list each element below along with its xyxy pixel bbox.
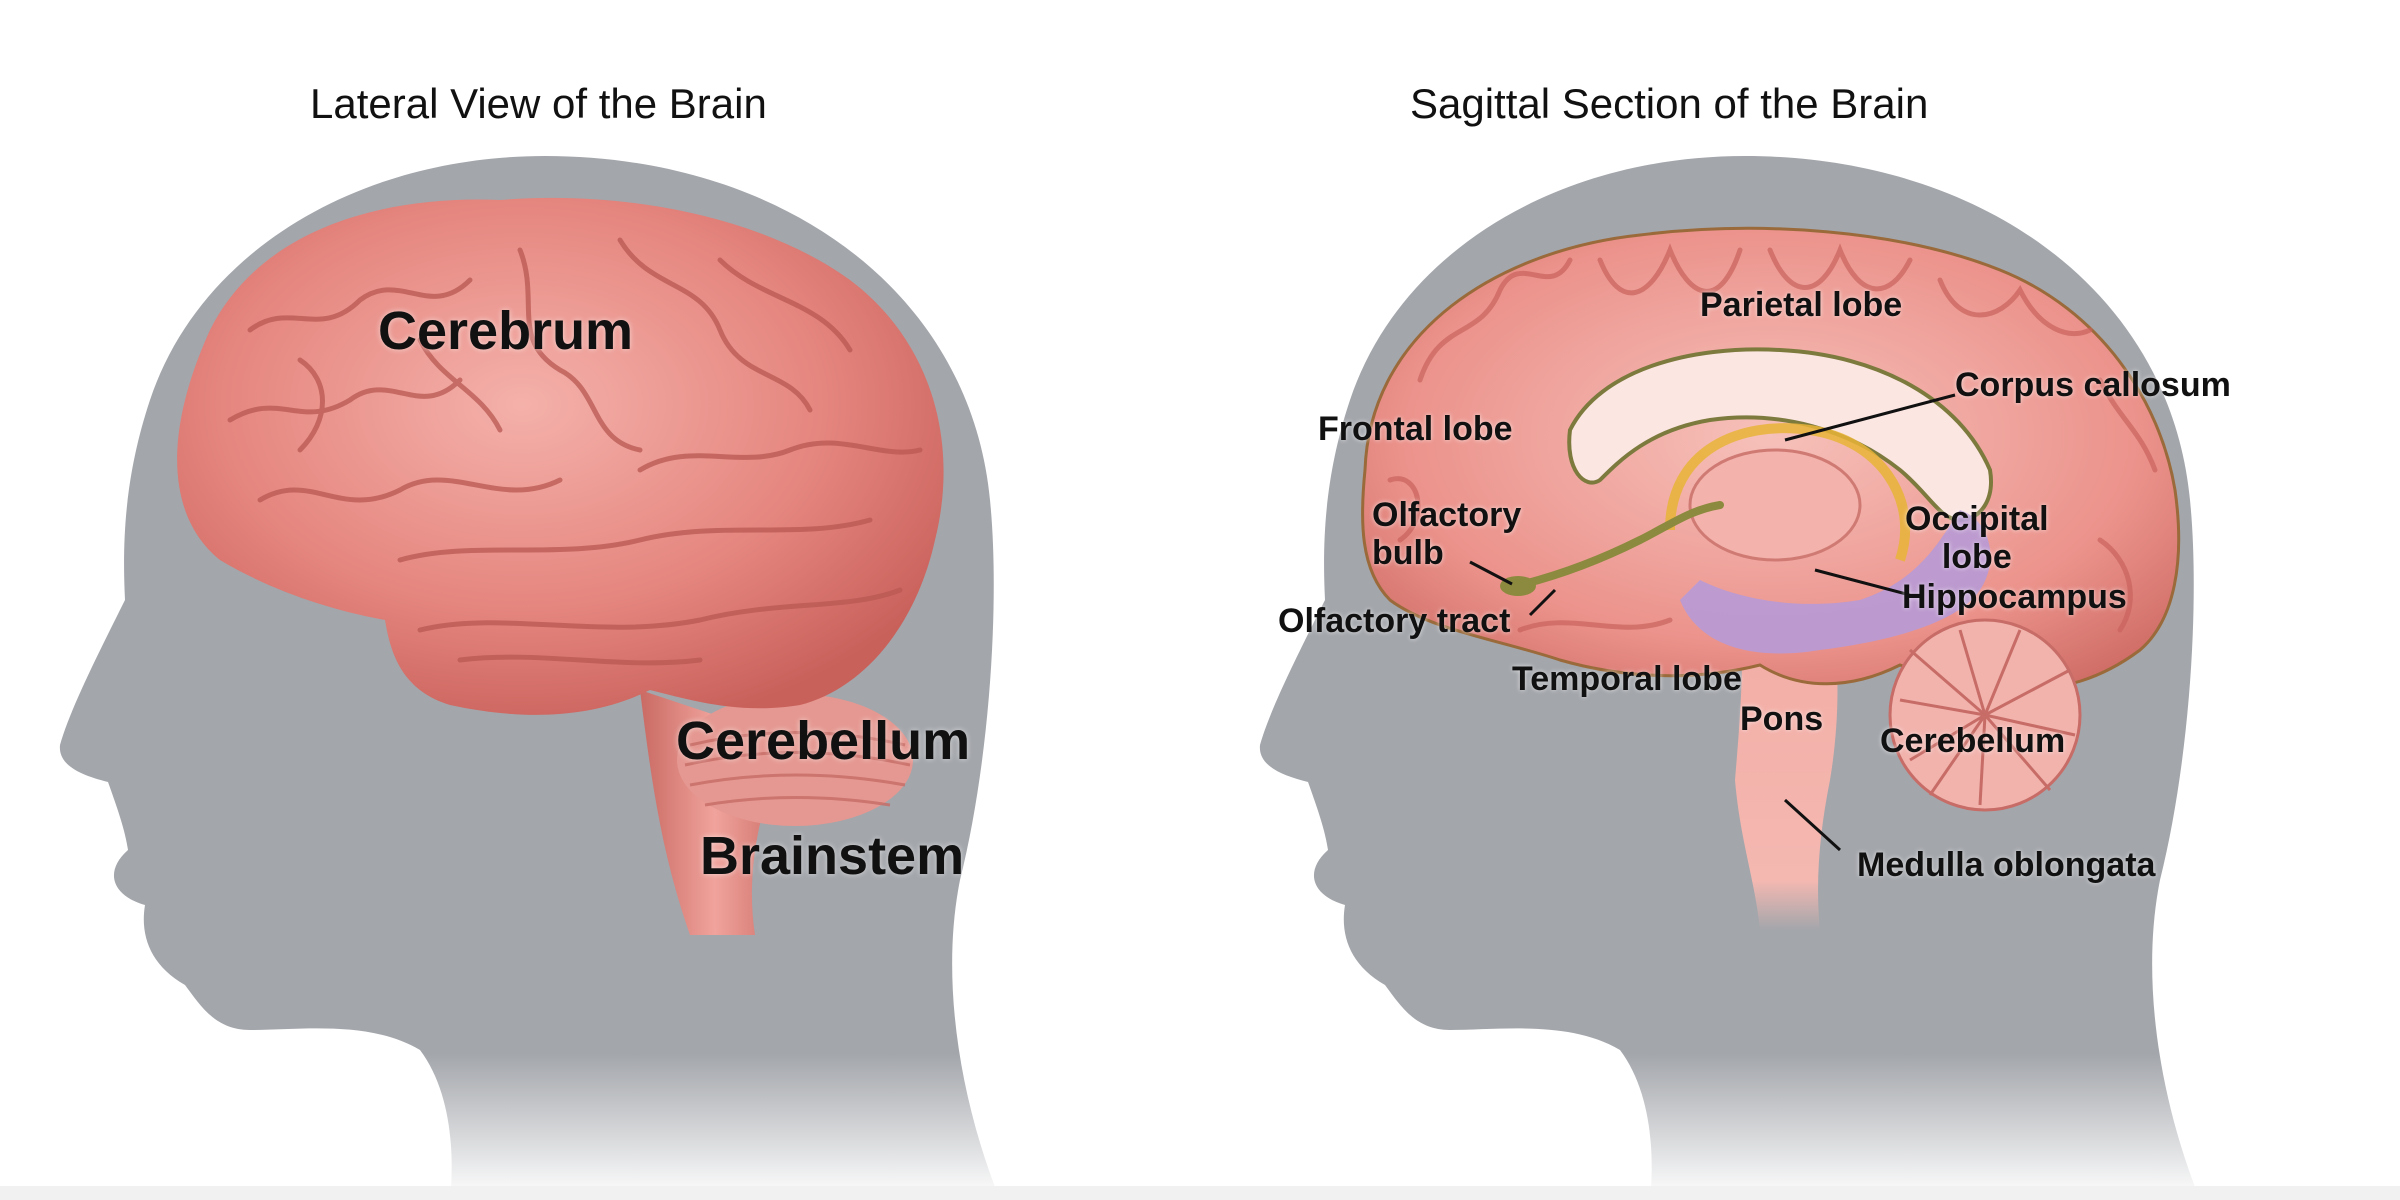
occipital-lobe-label-line1: Occipital (1905, 500, 2049, 538)
page-title-sagittal: Sagittal Section of the Brain (1410, 80, 1929, 127)
lateral-view-panel: Lateral View of the Brain Cerebrum Cereb… (59, 80, 1001, 1200)
olfactory-bulb-label-line1: Olfactory (1372, 496, 1522, 534)
olfactory-bulb-label: Olfactory bulb (1372, 496, 1521, 572)
cerebellum-shape (677, 694, 913, 826)
temporal-lobe-label: Temporal lobe (1512, 660, 1742, 698)
cerebrum-label: Cerebrum (378, 301, 634, 361)
pointer-line-olfactory-bulb (1469, 560, 1513, 586)
frontal-lobe-label: Frontal lobe (1318, 410, 1513, 448)
pointer-line-corpus-callosum (1784, 393, 1956, 442)
olfactory-bulb-label-line2: bulb (1372, 534, 1444, 572)
occipital-lobe-label-line2: lobe (1941, 538, 2012, 576)
hippocampus-shape (1680, 510, 1991, 654)
pointer-line-olfactory-tract (1528, 588, 1557, 617)
lateral-view-illustration (59, 156, 1001, 1200)
occipital-lobe-label: Occipital lobe (1905, 500, 2049, 576)
pons-label: Pons (1740, 700, 1824, 738)
sagittal-section-panel: Sagittal Section of the Brain Parietal l… (1200, 0, 2400, 1200)
corpus-callosum-shape (1567, 347, 1993, 523)
cerebellum-label-sagittal: Cerebellum (1880, 722, 2066, 760)
olfactory-tract-label: Olfactory tract (1278, 602, 1511, 640)
pointer-line-hippocampus (1814, 568, 1911, 597)
brainstem-label: Brainstem (700, 826, 965, 886)
olfactory-tract-shape (1516, 501, 1724, 589)
pointer-line-medulla (1783, 798, 1842, 852)
cerebrum-shape (177, 197, 944, 715)
cerebellum-label: Cerebellum (676, 711, 971, 771)
hippocampus-label: Hippocampus (1902, 578, 2127, 616)
parietal-lobe-label: Parietal lobe (1700, 286, 1903, 324)
thalamus-shape (1688, 448, 1862, 562)
medulla-oblongata-label: Medulla oblongata (1857, 846, 2156, 884)
page-title: Lateral View of the Brain (310, 80, 767, 127)
fornix-shape (1665, 423, 1911, 562)
corpus-callosum-label: Corpus callosum (1955, 366, 2231, 404)
bottom-divider (0, 1186, 2400, 1200)
sagittal-section-illustration (1259, 156, 2200, 1200)
